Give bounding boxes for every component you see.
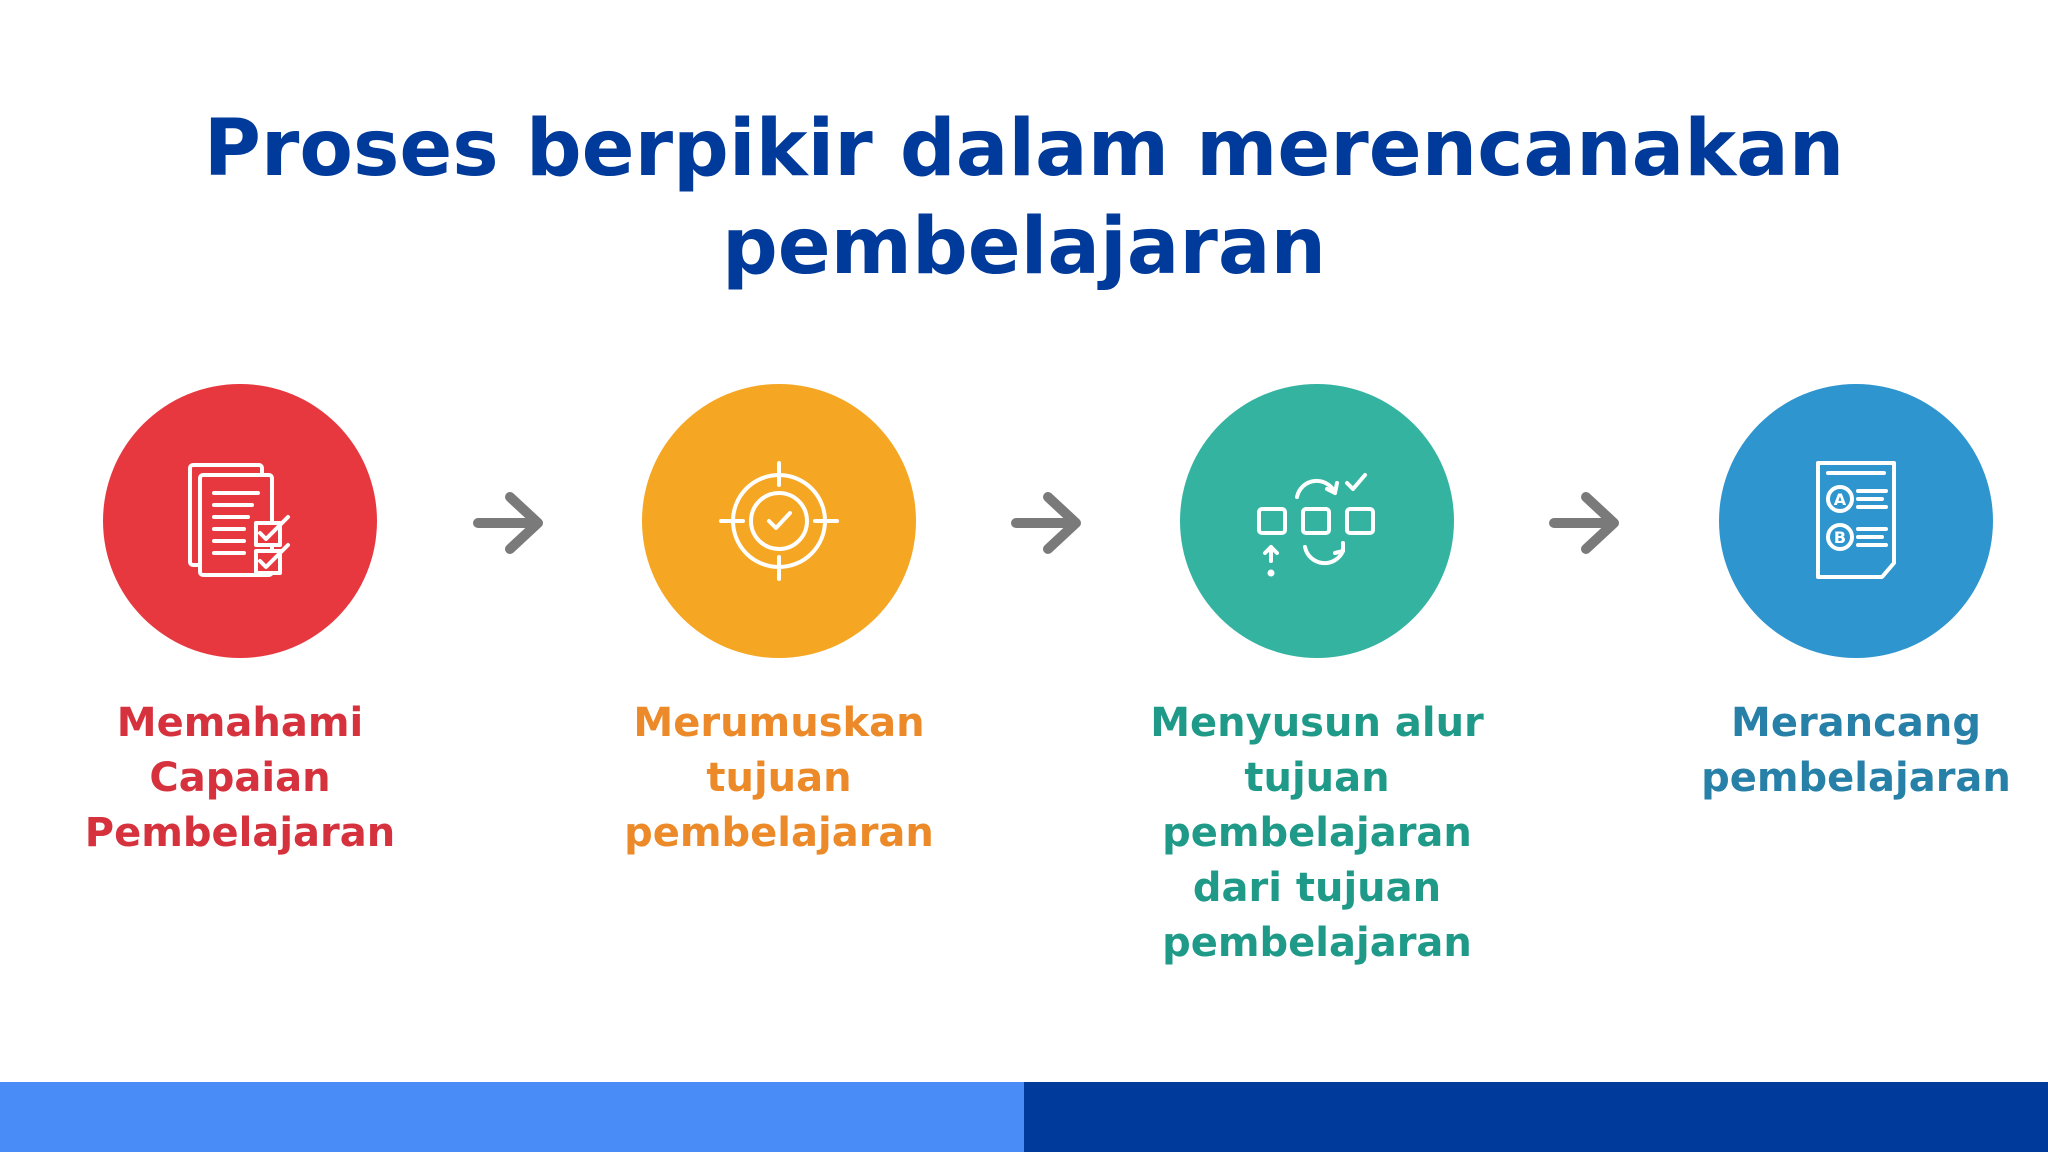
- step-merumuskan-tujuan: Merumuskan tujuan pembelajaran: [549, 384, 1009, 861]
- page-title: Proses berpikir dalam merencanakan pembe…: [0, 100, 2048, 296]
- flow-sequence-icon: [1257, 473, 1375, 577]
- option-b-letter: B: [1834, 528, 1846, 547]
- arrow-right-icon: [473, 492, 543, 554]
- step-4-circle: A B: [1719, 384, 1993, 658]
- step-1-circle: [103, 384, 377, 658]
- checklist-documents-icon: [188, 463, 290, 577]
- step-menyusun-alur: Menyusun alur tujuan pembelajaran dari t…: [1087, 384, 1547, 971]
- step-1-label-line: Capaian: [149, 755, 331, 801]
- step-4-label-line: pembelajaran: [1701, 755, 2011, 801]
- footer-band-left: [0, 1082, 1024, 1152]
- step-2-label-line: pembelajaran: [624, 810, 934, 856]
- step-3-circle: [1180, 384, 1454, 658]
- arrow-right-icon: [1549, 492, 1619, 554]
- step-4-label: Merancang pembelajaran: [1701, 696, 2011, 806]
- step-3-label-line: pembelajaran: [1162, 920, 1472, 966]
- step-2-label: Merumuskan tujuan pembelajaran: [624, 696, 934, 861]
- step-merancang-pembelajaran: A B Merancang pembelajaran: [1626, 384, 2048, 806]
- page-title-line-1: Proses berpikir dalam merencanakan: [203, 104, 1845, 194]
- option-a-letter: A: [1834, 490, 1847, 509]
- step-2-label-line: tujuan: [706, 755, 852, 801]
- step-3-label-line: dari tujuan: [1192, 865, 1442, 911]
- step-3-label: Menyusun alur tujuan pembelajaran dari t…: [1087, 696, 1547, 971]
- quiz-sheet-icon: A B: [1816, 461, 1896, 579]
- step-3-label-line: tujuan pembelajaran: [1162, 755, 1472, 856]
- step-1-label-line: Memahami: [116, 700, 364, 746]
- arrow-right-icon: [1011, 492, 1081, 554]
- page-title-line-2: pembelajaran: [721, 202, 1327, 292]
- step-2-circle: [642, 384, 916, 658]
- step-3-label-line: Menyusun alur: [1150, 700, 1484, 746]
- step-1-label: Memahami Capaian Pembelajaran: [85, 696, 396, 861]
- step-4-label-line: Merancang: [1731, 700, 1981, 746]
- step-2-label-line: Merumuskan: [633, 700, 925, 746]
- target-check-icon: [719, 461, 839, 581]
- step-memahami-capaian: Memahami Capaian Pembelajaran: [10, 384, 470, 861]
- step-1-label-line: Pembelajaran: [84, 810, 396, 856]
- footer-band-right: [1024, 1082, 2048, 1152]
